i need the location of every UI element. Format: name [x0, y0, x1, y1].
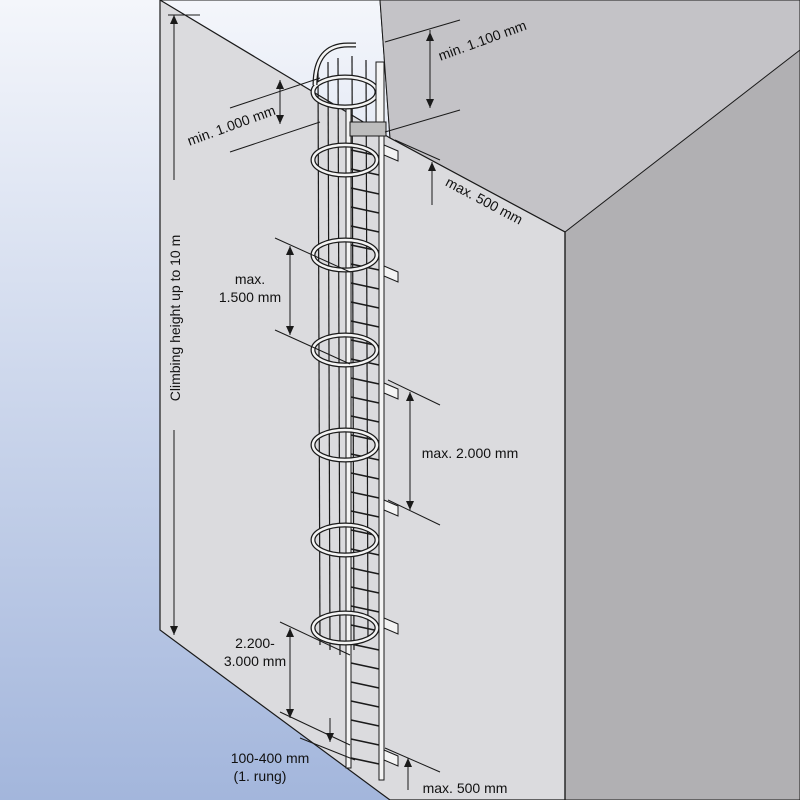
arrow	[286, 246, 294, 255]
dim-min-1000-tick-top	[229, 77, 321, 109]
exit-platform	[349, 121, 387, 137]
wall-bracket	[383, 499, 399, 517]
arrow	[326, 733, 334, 742]
wall-bracket	[383, 265, 399, 283]
cage-hoop-inner	[311, 143, 379, 177]
arrow	[406, 501, 414, 510]
ladder-rung	[350, 187, 380, 195]
ladder-rung	[350, 586, 380, 594]
cage-vertical-bar	[351, 55, 355, 651]
ladder-rung	[350, 301, 380, 309]
arrow	[286, 628, 294, 637]
label-max-2000: max. 2.000 mm	[422, 445, 518, 461]
dim-max-1500-tick-bottom	[274, 329, 351, 365]
dim-range-2200-tick-top	[279, 621, 351, 656]
arrow	[428, 162, 436, 171]
label-range-2200-line2: 3.000 mm	[224, 653, 286, 669]
label-climbing-height: Climbing height up to 10 m	[167, 235, 183, 402]
ladder-rung	[350, 415, 380, 423]
dim-min-1100-tick-top	[384, 19, 461, 43]
arrow-climbing-top	[170, 15, 178, 24]
cage-vertical-bar	[365, 59, 369, 641]
wall-bracket	[383, 144, 399, 162]
arrow	[404, 758, 412, 767]
dim-min-1000-tick-bottom	[229, 121, 321, 153]
ladder-stile-left	[345, 107, 352, 769]
label-max-500-bottom: max. 500 mm	[423, 780, 508, 796]
dim-range-100-tick	[299, 737, 356, 761]
dim-max-500-tick	[394, 139, 441, 161]
ledge-top	[379, 0, 800, 233]
cage-hoop-inner	[311, 428, 379, 462]
ladder-rung	[350, 206, 380, 214]
ladder-rung	[350, 719, 380, 727]
dim-max-2000-tick-top	[387, 379, 441, 406]
label-range-100-line2: (1. rung)	[234, 768, 287, 784]
ladder-rung	[350, 320, 380, 328]
ladder-rung	[350, 510, 380, 518]
arrow	[406, 392, 414, 401]
exit-post	[375, 61, 385, 123]
dim-min-1100-tick-bottom	[384, 109, 461, 133]
label-range-2200-line1: 2.200-	[235, 635, 275, 651]
cage-top-hoop-inner	[313, 43, 356, 86]
ladder-rung	[350, 396, 380, 404]
ladder	[310, 42, 399, 781]
ladder-rung	[350, 567, 380, 575]
arrow-climbing-bottom	[170, 626, 178, 635]
ladder-rung	[350, 757, 380, 765]
dim-max-2000-tick-bottom	[387, 499, 441, 526]
label-max-1500-line1: max.	[235, 271, 265, 287]
wall-bracket	[383, 617, 399, 635]
dim-range-2200-tick-bottom	[279, 711, 351, 746]
arrow	[276, 80, 284, 89]
ladder-rung	[350, 225, 380, 233]
ladder-rung	[350, 681, 380, 689]
ladder-rung	[350, 662, 380, 670]
ladder-stile-right	[378, 111, 385, 781]
ladder-rung	[350, 472, 380, 480]
dimension-lines	[168, 14, 461, 790]
cage-hoop-inner	[311, 333, 379, 367]
label-max-1500-line2: 1.500 mm	[219, 289, 281, 305]
arrow	[426, 32, 434, 41]
ladder-rung	[350, 377, 380, 385]
wall-bracket	[383, 382, 399, 400]
dim-max-500-bottom-tick	[384, 747, 441, 773]
arrow	[286, 326, 294, 335]
label-range-100-line1: 100-400 mm	[231, 750, 310, 766]
arrow	[426, 99, 434, 108]
arrow	[286, 709, 294, 718]
arrow	[276, 115, 284, 124]
dim-max-1500-tick-top	[274, 237, 351, 273]
cage-hoop-inner	[311, 523, 379, 557]
cage-hoop-inner	[311, 611, 379, 645]
ladder-rung	[350, 282, 380, 290]
ladder-rung	[350, 491, 380, 499]
ladder-rung	[350, 605, 380, 613]
wall-bracket	[383, 749, 399, 767]
ladder-rung	[350, 643, 380, 651]
ladder-rung	[350, 738, 380, 746]
ladder-rung	[350, 700, 380, 708]
